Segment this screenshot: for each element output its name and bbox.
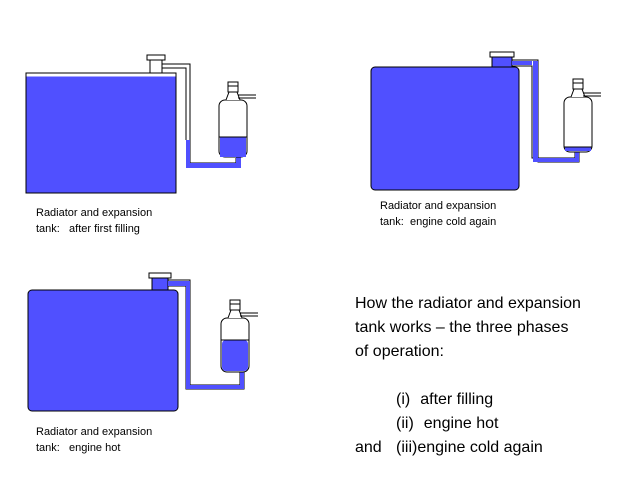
- spacer: [355, 364, 581, 388]
- filler-neck: [151, 277, 169, 291]
- filler-neck: [149, 59, 163, 74]
- bottle-coolant: [220, 137, 246, 157]
- phase-number: (i): [396, 391, 411, 408]
- pipe-coolant-riser: [236, 155, 241, 168]
- radiator-tank: [25, 72, 177, 194]
- overflow-pipe-inner: [162, 67, 187, 140]
- expansion-bottle: [220, 299, 258, 373]
- expansion-bottle: [218, 81, 256, 158]
- pipe-coolant-riser: [575, 150, 579, 162]
- diagram-engine-hot: [27, 272, 258, 412]
- diagram-engine-cold-again: [370, 51, 601, 191]
- caption-line: tank: after first filling: [36, 223, 140, 235]
- pipe-coolant-vertical: [186, 281, 190, 389]
- phase-number: (iii): [396, 439, 418, 456]
- caption-engine-cold-again: Radiator and expansion tank: engine cold…: [380, 198, 496, 230]
- filler-cap: [148, 272, 172, 279]
- caption-engine-hot: Radiator and expansion tank: engine hot: [36, 424, 152, 456]
- pipe-coolant-riser: [240, 370, 244, 389]
- caption-line: tank: engine hot: [36, 442, 121, 454]
- caption-line: Radiator and expansion: [36, 426, 153, 438]
- caption-line: Radiator and expansion: [36, 207, 153, 219]
- pipe-coolant: [168, 281, 186, 286]
- bottle-vent-tube: [240, 312, 258, 317]
- phase-text: engine hot: [423, 415, 499, 432]
- bottle-coolant: [565, 147, 591, 151]
- pipe-coolant-horizontal: [533, 158, 579, 162]
- pipe-coolant-horizontal: [186, 385, 244, 389]
- phase-item: (i) after filling: [355, 388, 581, 412]
- bottle-vent-tube: [583, 92, 601, 97]
- radiator-tank: [370, 66, 520, 191]
- radiator-air-gap: [26, 73, 176, 77]
- pipe-coolant: [512, 61, 532, 65]
- pipe-coolant-vertical: [186, 140, 190, 167]
- pipe-coolant-horizontal: [186, 163, 240, 168]
- explanation-line: of operation:: [355, 343, 444, 360]
- phase-item: (ii) engine hot: [355, 412, 581, 436]
- phase-lead: and: [355, 439, 382, 456]
- radiator-tank: [27, 289, 179, 412]
- filler-neck: [491, 56, 513, 68]
- phase-item: and (iii)engine cold again: [355, 436, 581, 460]
- explanation-text: How the radiator and expansion tank work…: [355, 292, 581, 460]
- explanation-line: tank works – the three phases: [355, 319, 569, 336]
- bottle-vent-tube: [238, 94, 256, 99]
- caption-line: Radiator and expansion: [380, 200, 497, 212]
- phase-text: after filling: [420, 391, 494, 408]
- phase-number: (ii): [396, 415, 414, 432]
- caption-line: tank: engine cold again: [380, 216, 497, 228]
- expansion-bottle: [563, 78, 601, 153]
- diagram-after-first-filling: [25, 54, 256, 194]
- explanation-line: How the radiator and expansion: [355, 295, 581, 312]
- bottle-coolant: [222, 340, 248, 371]
- filler-cap: [146, 54, 166, 61]
- filler-cap: [489, 51, 515, 58]
- pipe-coolant-vertical: [533, 61, 538, 162]
- caption-after-first-filling: Radiator and expansion tank: after first…: [36, 205, 152, 237]
- phase-text: engine cold again: [417, 439, 543, 456]
